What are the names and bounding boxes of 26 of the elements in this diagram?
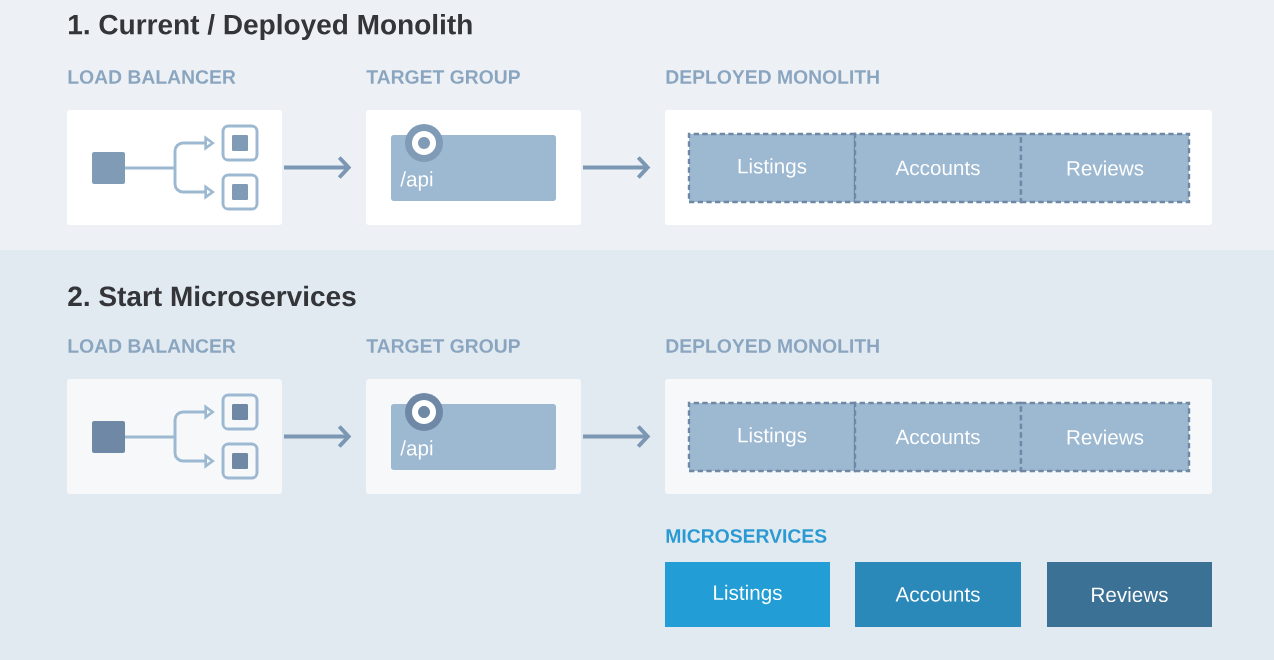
service-box: Accounts [855, 562, 1021, 627]
group-heading: MICROSERVICES [666, 529, 827, 543]
arrow [583, 156, 651, 179]
module-cell: Listings [687, 401, 857, 473]
card [67, 339, 282, 494]
arrow [284, 425, 352, 448]
route-box: /api [391, 404, 556, 470]
card-heading: DEPLOYED MONOLITH [666, 339, 879, 353]
module-cell: Reviews [1019, 401, 1191, 473]
section-title: 2. Start Microservices [68, 285, 356, 307]
card [67, 70, 282, 225]
card-heading: LOAD BALANCER [68, 70, 236, 84]
card-heading: LOAD BALANCER [68, 339, 236, 353]
arrow [284, 156, 352, 179]
module-cell: Reviews [1019, 132, 1191, 204]
service-box: Reviews [1047, 562, 1212, 627]
card-heading: TARGET GROUP [366, 70, 520, 84]
module-cell: Accounts [853, 132, 1023, 204]
module-cell: Accounts [853, 401, 1023, 473]
card-heading: DEPLOYED MONOLITH [666, 70, 879, 84]
service-box: Listings [665, 562, 830, 627]
arrow [583, 425, 651, 448]
module-cell: Listings [687, 132, 857, 204]
card-heading: TARGET GROUP [366, 339, 520, 353]
section-title: 1. Current / Deployed Monolith [69, 13, 472, 41]
route-box: /api [391, 135, 556, 201]
